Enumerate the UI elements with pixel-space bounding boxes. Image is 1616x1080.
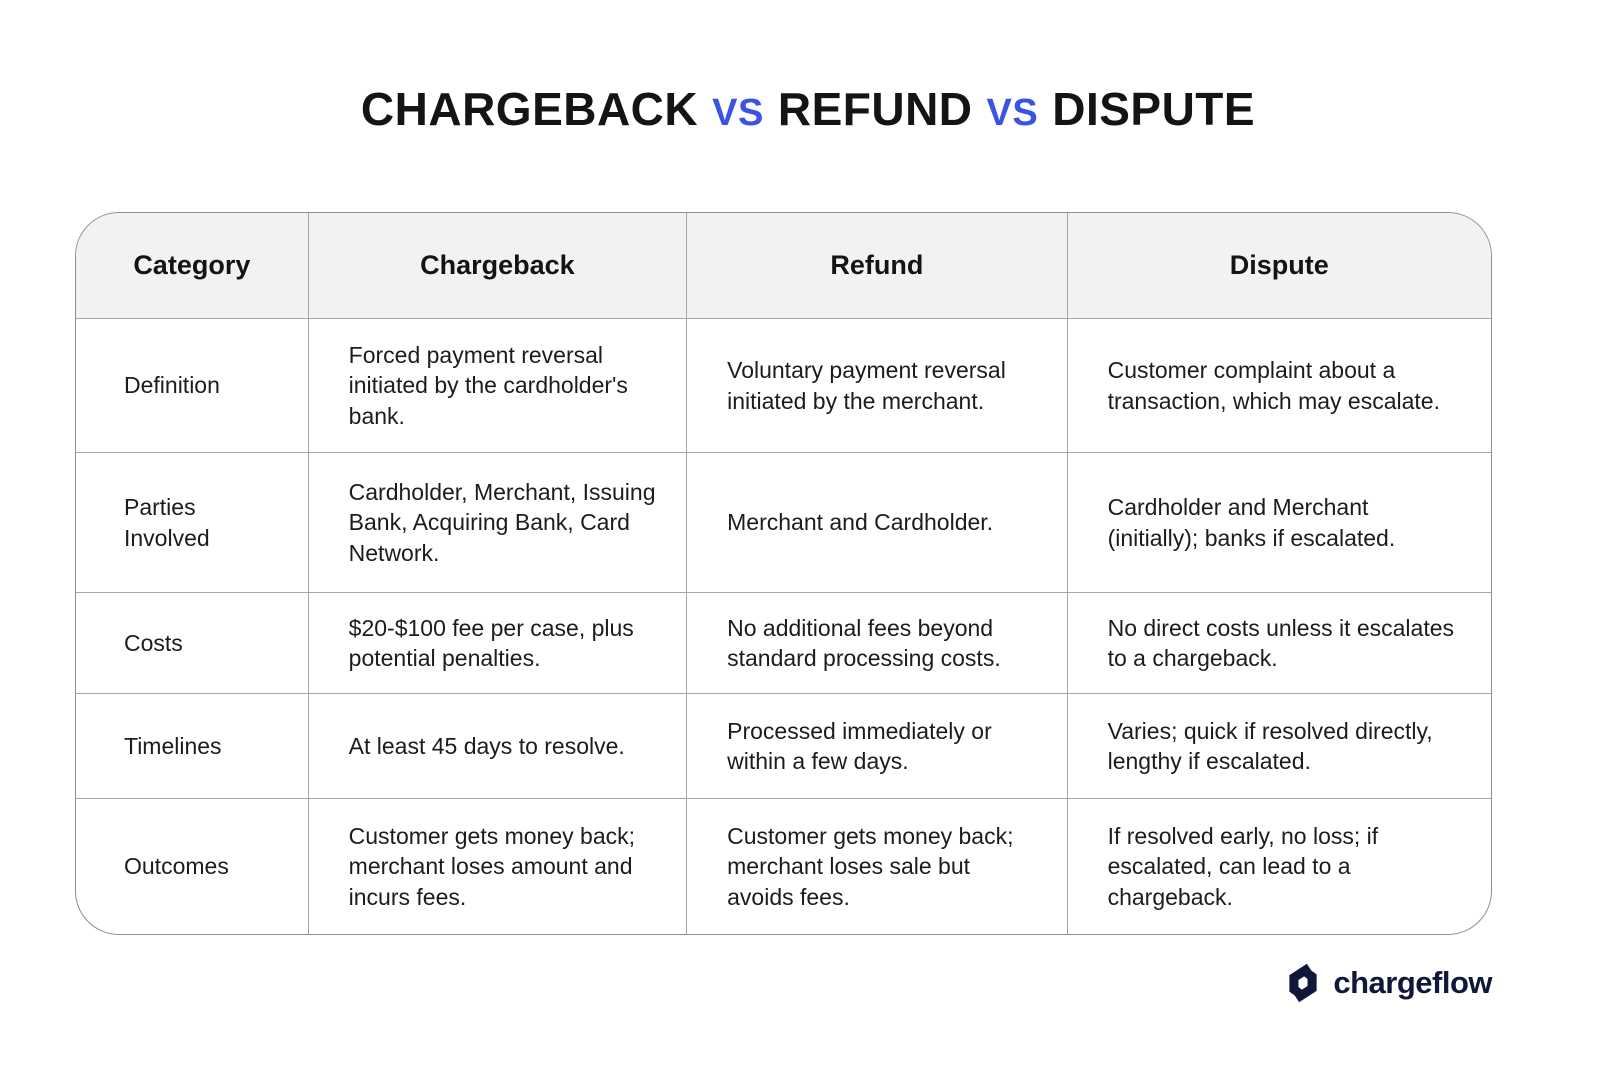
title-word-dispute: DISPUTE	[1052, 83, 1256, 135]
cell-costs-dispute: No direct costs unless it escalates to a…	[1067, 593, 1491, 694]
header-cell-chargeback: Chargeback	[308, 213, 688, 319]
cell-parties-dispute: Cardholder and Merchant (initially); ban…	[1067, 453, 1491, 593]
cell-costs-chargeback: $20-$100 fee per case, plus potential pe…	[308, 593, 688, 694]
cell-outcomes-chargeback: Customer gets money back; merchant loses…	[309, 799, 688, 934]
cell-parties-chargeback: Cardholder, Merchant, Issuing Bank, Acqu…	[308, 453, 688, 593]
cell-timelines-chargeback: At least 45 days to resolve.	[308, 694, 688, 799]
header-cell-refund: Refund	[687, 213, 1068, 319]
header-cell-dispute: Dispute	[1067, 213, 1491, 319]
cell-definition-chargeback: Forced payment reversal initiated by the…	[308, 319, 688, 453]
comparison-table: Category Chargeback Refund Dispute Defin…	[75, 212, 1492, 935]
cell-definition-refund: Voluntary payment reversal initiated by …	[687, 319, 1068, 453]
chargeflow-flow-icon	[1289, 963, 1317, 1003]
title-word-refund: REFUND	[777, 83, 973, 135]
cell-outcomes-dispute: If resolved early, no loss; if escalated…	[1107, 822, 1379, 910]
cell-costs-refund: No additional fees beyond standard proce…	[687, 593, 1068, 694]
cell-parties-refund: Merchant and Cardholder.	[687, 453, 1068, 593]
row-label-costs: Costs	[76, 593, 309, 694]
cell-definition-dispute: Customer complaint about a transaction, …	[1067, 319, 1491, 453]
cell-timelines-dispute: Varies; quick if resolved directly, leng…	[1067, 694, 1491, 799]
cell-timelines-refund: Processed immediately or within a few da…	[687, 694, 1068, 799]
page-title: CHARGEBACK vs REFUND vs DISPUTE	[0, 82, 1616, 136]
cell-outcomes-refund: Customer gets money back; merchant loses…	[687, 799, 1068, 934]
chargeflow-logo: chargeflow	[1283, 963, 1492, 1003]
title-vs-accent: vs	[712, 92, 764, 134]
row-label-timelines: Timelines	[76, 694, 309, 799]
row-label-definition: Definition	[76, 319, 309, 453]
title-word-chargeback: CHARGEBACK	[360, 83, 699, 135]
chargeflow-wordmark: chargeflow	[1333, 965, 1492, 1000]
header-cell-category: Category	[76, 213, 309, 319]
row-label-outcomes: Outcomes	[76, 799, 309, 934]
title-vs-accent: vs	[986, 92, 1039, 134]
row-label-parties-involved: Parties Involved	[76, 453, 309, 593]
